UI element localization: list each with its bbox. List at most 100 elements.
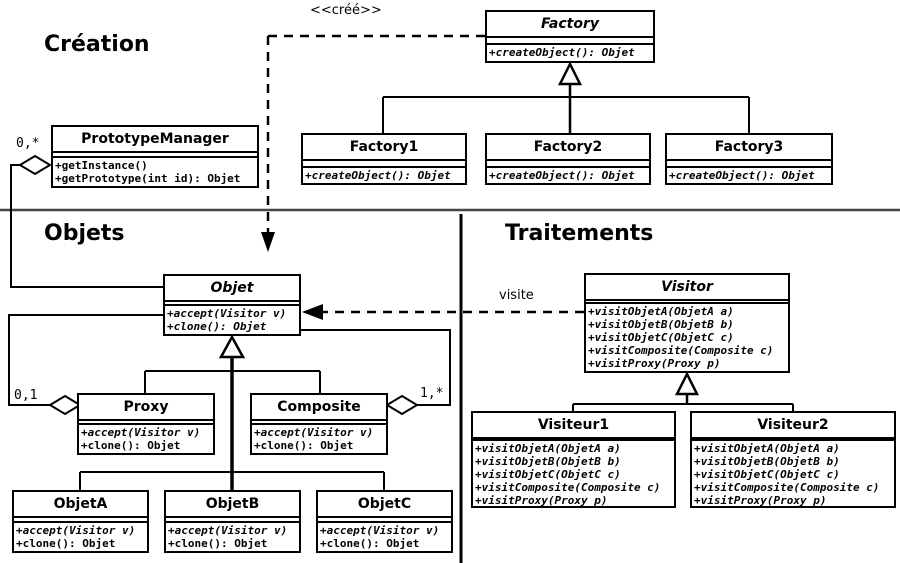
class-box-factory3[interactable]: Factory3 +createObject(): Objet (665, 133, 833, 185)
class-attrs-factory1 (303, 159, 465, 166)
class-name-composite: Composite (277, 399, 361, 415)
class-attrs-factory (487, 36, 653, 43)
operation: +createObject(): Objet (669, 169, 815, 182)
operation: +visitObjetB(ObjetB b) (588, 318, 734, 331)
class-attrs-factory2 (487, 159, 649, 166)
operation: +accept(Visitor v) (254, 426, 374, 439)
class-attrs-factory3 (667, 159, 831, 166)
class-box-visiteur2[interactable]: Visiteur2 +visitObjetA(ObjetA a) +visitO… (690, 411, 896, 508)
edge-label-visite: visite (499, 288, 534, 303)
operation: +clone(): Objet (81, 439, 181, 452)
class-attrs-objetB (166, 516, 299, 521)
class-attrs-visiteur2 (692, 437, 894, 439)
operation: +clone(): Objet (168, 537, 268, 550)
class-name-proxy: Proxy (123, 399, 169, 415)
multiplicity-composite: 1,* (420, 386, 444, 401)
operation: +visitProxy(Proxy p) (588, 357, 721, 370)
class-name-objet: Objet (210, 280, 254, 296)
class-ops-factory1: +createObject(): Objet (303, 166, 465, 183)
aggregation-diamond-composite (385, 394, 419, 416)
operation: +clone(): Objet (320, 537, 420, 550)
operation: +visitObjetB(ObjetB b) (694, 455, 840, 468)
operation: +visitComposite(Composite c) (475, 481, 661, 494)
class-ops-factory3: +createObject(): Objet (667, 166, 831, 183)
class-attrs-prototype-manager (53, 151, 257, 156)
class-ops-objet: +accept(Visitor v) +clone(): Objet (165, 304, 299, 334)
class-box-objetC[interactable]: ObjetC +accept(Visitor v) +clone(): Obje… (316, 490, 453, 553)
stereotype-cree-label: <<créé>> (310, 3, 382, 18)
class-name-factory2: Factory2 (533, 139, 603, 155)
operation: +createObject(): Objet (305, 169, 451, 182)
class-ops-visitor: +visitObjetA(ObjetA a) +visitObjetB(Obje… (586, 302, 788, 371)
class-name-objetB: ObjetB (205, 496, 260, 512)
class-name-prototype-manager: PrototypeManager (81, 131, 229, 147)
class-attrs-composite (252, 419, 386, 423)
class-attrs-proxy (79, 419, 213, 423)
generalization-triangle-objet (218, 334, 246, 359)
class-box-factory1[interactable]: Factory1 +createObject(): Objet (301, 133, 467, 185)
class-attrs-visiteur1 (473, 437, 674, 439)
class-name-visitor: Visitor (661, 279, 713, 295)
operation: +visitObjetA(ObjetA a) (475, 442, 621, 455)
multiplicity-prototype-manager: 0,* (16, 136, 40, 151)
section-title-traitements: Traitements (505, 221, 654, 246)
class-box-proxy[interactable]: Proxy +accept(Visitor v) +clone(): Objet (77, 393, 215, 455)
aggregation-diamond-proxy (48, 394, 82, 416)
class-name-visiteur1: Visiteur1 (537, 417, 610, 433)
class-attrs-visitor (586, 299, 788, 302)
operation: +getInstance() (55, 159, 148, 172)
operation: +accept(Visitor v) (16, 524, 136, 537)
operation: +visitComposite(Composite c) (694, 481, 880, 494)
operation: +accept(Visitor v) (167, 307, 287, 320)
operation: +visitObjetA(ObjetA a) (588, 305, 734, 318)
class-ops-objetA: +accept(Visitor v) +clone(): Objet (14, 521, 147, 551)
operation: +visitProxy(Proxy p) (694, 494, 827, 507)
class-box-objet[interactable]: Objet +accept(Visitor v) +clone(): Objet (163, 274, 301, 336)
operation: +clone(): Objet (167, 320, 267, 333)
class-box-objetB[interactable]: ObjetB +accept(Visitor v) +clone(): Obje… (164, 490, 301, 553)
class-name-factory: Factory (540, 16, 600, 32)
operation: +clone(): Objet (254, 439, 354, 452)
class-name-objetC: ObjetC (357, 496, 412, 512)
class-name-factory3: Factory3 (714, 139, 784, 155)
class-box-visitor[interactable]: Visitor +visitObjetA(ObjetA a) +visitObj… (584, 273, 790, 373)
class-ops-visiteur2: +visitObjetA(ObjetA a) +visitObjetB(Obje… (692, 439, 894, 508)
generalization-triangle-factory (557, 61, 583, 86)
operation: +visitComposite(Composite c) (588, 344, 774, 357)
operation: +createObject(): Objet (489, 169, 635, 182)
class-attrs-objet (165, 300, 299, 304)
class-ops-visiteur1: +visitObjetA(ObjetA a) +visitObjetB(Obje… (473, 439, 674, 508)
section-title-objets: Objets (44, 221, 125, 246)
dependency-cree-arrowhead (261, 232, 275, 252)
class-box-objetA[interactable]: ObjetA +accept(Visitor v) +clone(): Obje… (12, 490, 149, 553)
class-box-factory2[interactable]: Factory2 +createObject(): Objet (485, 133, 651, 185)
class-ops-objetC: +accept(Visitor v) +clone(): Objet (318, 521, 451, 551)
aggregation-diamond-prototype-manager (18, 154, 52, 176)
operation: +accept(Visitor v) (168, 524, 288, 537)
operation: +visitObjetC(ObjetC c) (475, 468, 621, 481)
operation: +clone(): Objet (16, 537, 116, 550)
operation: +visitObjetA(ObjetA a) (694, 442, 840, 455)
class-ops-objetB: +accept(Visitor v) +clone(): Objet (166, 521, 299, 551)
operation: +visitProxy(Proxy p) (475, 494, 608, 507)
class-box-prototype-manager[interactable]: PrototypeManager +getInstance() +getProt… (51, 125, 259, 188)
class-ops-proxy: +accept(Visitor v) +clone(): Objet (79, 423, 213, 453)
class-box-factory[interactable]: Factory +createObject(): Objet (485, 10, 655, 63)
operation: +accept(Visitor v) (81, 426, 201, 439)
class-ops-prototype-manager: +getInstance() +getPrototype(int id): Ob… (53, 156, 257, 186)
class-attrs-objetA (14, 516, 147, 521)
class-box-visiteur1[interactable]: Visiteur1 +visitObjetA(ObjetA a) +visitO… (471, 411, 676, 508)
class-ops-factory2: +createObject(): Objet (487, 166, 649, 183)
dependency-visite-arrowhead (302, 304, 323, 320)
generalization-triangle-visitor (674, 371, 700, 396)
class-box-composite[interactable]: Composite +accept(Visitor v) +clone(): O… (250, 393, 388, 455)
operation: +accept(Visitor v) (320, 524, 440, 537)
operation: +visitObjetB(ObjetB b) (475, 455, 621, 468)
operation: +visitObjetC(ObjetC c) (694, 468, 840, 481)
class-name-factory1: Factory1 (349, 139, 419, 155)
class-name-objetA: ObjetA (53, 496, 108, 512)
multiplicity-proxy: 0,1 (14, 388, 38, 403)
class-ops-composite: +accept(Visitor v) +clone(): Objet (252, 423, 386, 453)
operation: +visitObjetC(ObjetC c) (588, 331, 734, 344)
